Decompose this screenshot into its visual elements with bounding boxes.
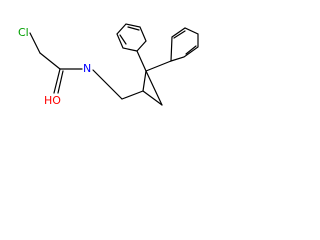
bond-cl-c1 <box>29 32 41 54</box>
bonds <box>29 23 199 106</box>
bond-ring-1 <box>142 90 163 106</box>
hydroxyl-label: HO <box>44 94 61 107</box>
bond-ring-3 <box>145 70 163 106</box>
atom-labels: Cl HO N <box>18 26 91 107</box>
bond-ring-2 <box>142 70 147 92</box>
phenyl-ring-left <box>116 23 147 72</box>
chlorine-label: Cl <box>18 26 29 39</box>
bond-ch2-ring <box>121 90 144 100</box>
bond-n-ch2 <box>92 69 123 100</box>
bond-c1-c2 <box>39 52 61 70</box>
nitrogen-label: N <box>83 62 91 75</box>
bond-c2-o-a <box>53 68 61 94</box>
phenyl-ring-right <box>145 27 199 72</box>
bond-c2-o-b <box>57 70 64 94</box>
molecule-structure: Cl HO N <box>18 23 199 107</box>
